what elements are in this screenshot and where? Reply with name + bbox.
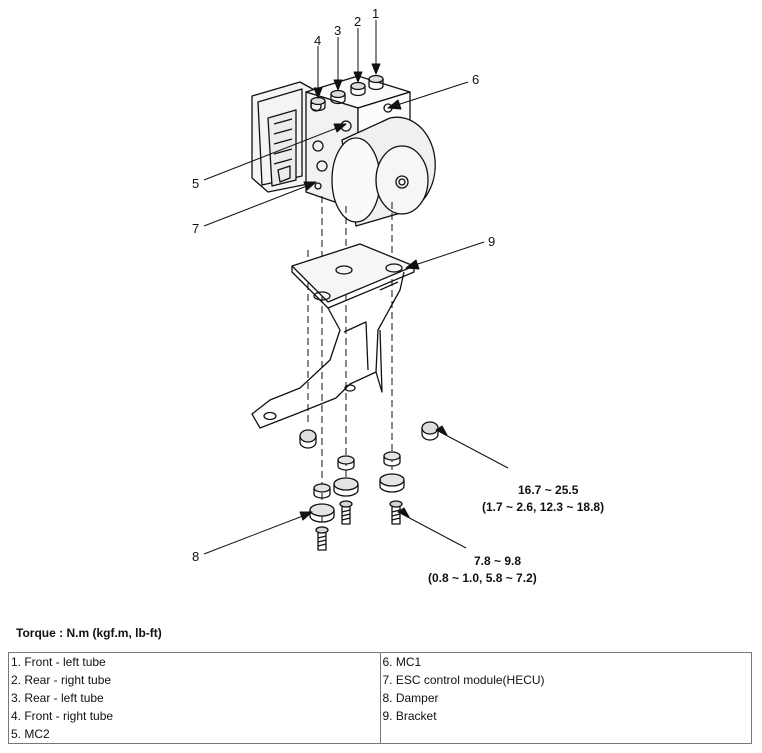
callout-5: 5 (192, 176, 199, 191)
legend-item: 4. Front - right tube (11, 709, 114, 723)
legend-item: 9. Bracket (382, 709, 437, 723)
callout-2: 2 (354, 14, 361, 29)
legend-right-column: 6. MC1 7. ESC control module(HECU) 8. Da… (379, 652, 752, 744)
callout-6: 6 (472, 72, 479, 87)
callout-3: 3 (334, 23, 341, 38)
callout-4: 4 (314, 33, 321, 48)
torque-upper-main: 16.7 ~ 25.5 (518, 483, 579, 497)
mounting-bolts (315, 500, 403, 551)
leader-lines (203, 20, 509, 555)
legend-item: 7. ESC control module(HECU) (382, 673, 545, 687)
legend-item: 3. Rear - left tube (11, 691, 104, 705)
callout-8: 8 (192, 549, 199, 564)
hecu-exploded-diagram: 1 2 3 4 5 6 7 8 9 16.7 ~ 25.5 (1.7 ~ 2.6… (192, 6, 604, 585)
legend-item: 1. Front - left tube (11, 655, 106, 669)
port-fittings (310, 74, 384, 112)
dampers (299, 421, 439, 523)
legend-item: 5. MC2 (11, 727, 50, 741)
legend-item: 2. Rear - right tube (11, 673, 112, 687)
torque-upper-sub: (1.7 ~ 2.6, 12.3 ~ 18.8) (482, 500, 604, 514)
callout-9: 9 (488, 234, 495, 249)
callout-labels: 1 2 3 4 5 6 7 8 9 (192, 6, 495, 564)
legend-item: 6. MC1 (382, 655, 422, 669)
torque-lower-sub: (0.8 ~ 1.0, 5.8 ~ 7.2) (428, 571, 537, 585)
pump-motor (331, 116, 436, 227)
torque-unit-note: Torque : N.m (kgf.m, lb-ft) (16, 626, 162, 640)
torque-specs: 16.7 ~ 25.5 (1.7 ~ 2.6, 12.3 ~ 18.8) 7.8… (428, 483, 604, 585)
parts-legend: 1. Front - left tube 2. Rear - right tub… (8, 652, 752, 744)
bracket (251, 243, 415, 429)
ecu-connector-housing (251, 81, 319, 193)
legend-left-column: 1. Front - left tube 2. Rear - right tub… (8, 652, 381, 744)
torque-lower-main: 7.8 ~ 9.8 (474, 554, 521, 568)
callout-1: 1 (372, 6, 379, 21)
legend-item: 8. Damper (382, 691, 439, 705)
callout-7: 7 (192, 221, 199, 236)
